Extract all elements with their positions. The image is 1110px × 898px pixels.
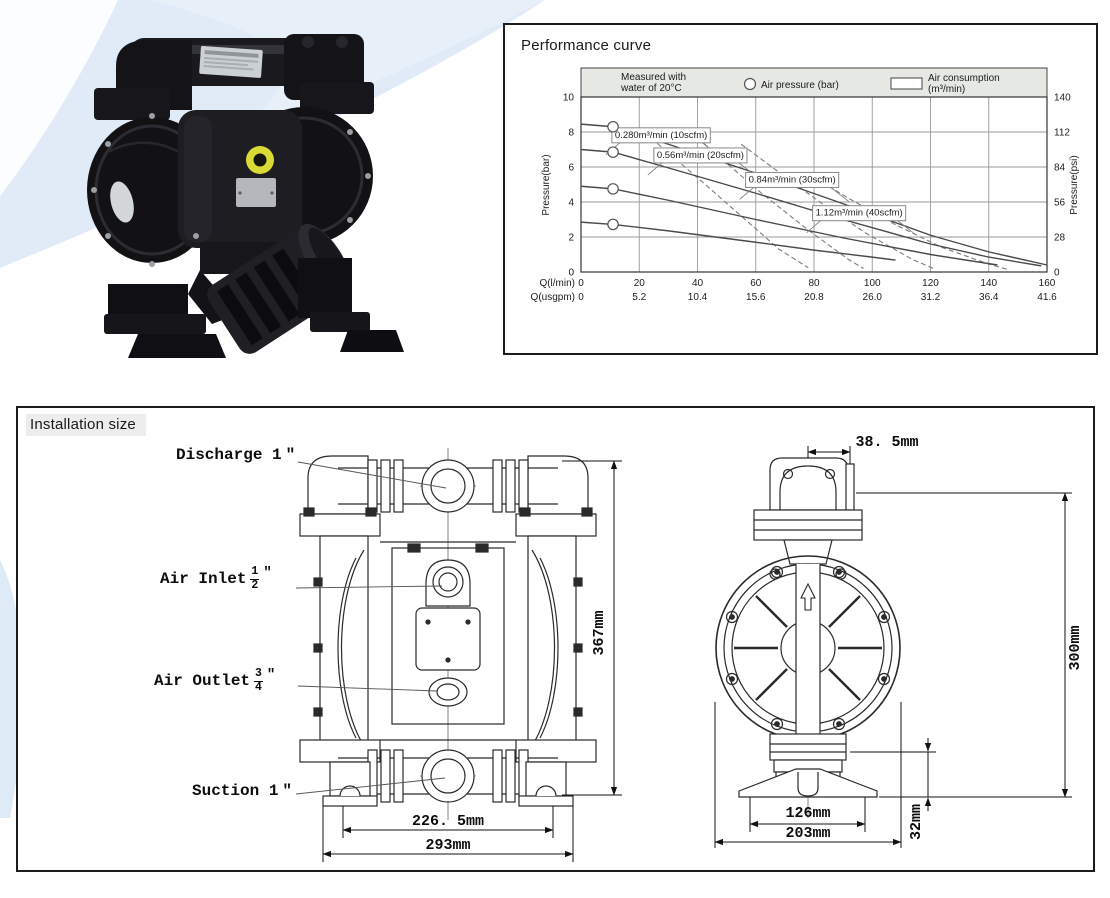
front-view-dimension-labels: 367mm 226. 5mm 293mm xyxy=(412,610,608,854)
dim-293mm: 293mm xyxy=(425,837,470,854)
svg-text:10: 10 xyxy=(563,93,575,104)
performance-curve-title: Performance curve xyxy=(521,37,652,54)
svg-text:100: 100 xyxy=(864,278,881,289)
front-view-dimensions xyxy=(322,460,622,862)
svg-text:140: 140 xyxy=(1054,93,1071,104)
installation-size-title: Installation size xyxy=(26,414,146,436)
label-air-outlet: Air Outlet 3 4 ″ xyxy=(154,667,276,694)
svg-text:0: 0 xyxy=(1054,268,1060,279)
svg-text:2: 2 xyxy=(568,233,574,244)
installation-drawing: 367mm 226. 5mm 293mm xyxy=(295,434,1084,862)
dim-203mm: 203mm xyxy=(785,825,830,842)
svg-text:28: 28 xyxy=(1054,233,1066,244)
pump-body-art xyxy=(87,34,404,358)
svg-text:0: 0 xyxy=(578,278,584,289)
svg-text:4: 4 xyxy=(568,198,574,209)
installation-size-panel: Installation size xyxy=(16,406,1095,872)
side-view-drawing xyxy=(715,446,901,818)
dim-38-5mm: 38. 5mm xyxy=(855,434,918,451)
svg-text:6: 6 xyxy=(568,163,574,174)
svg-text:Air pressure (bar): Air pressure (bar) xyxy=(761,80,839,91)
svg-text:120: 120 xyxy=(922,278,939,289)
side-view-dimension-labels: 38. 5mm 300mm 32mm 126mm 203mm xyxy=(785,434,1084,842)
svg-text:0: 0 xyxy=(578,292,584,303)
svg-text:112: 112 xyxy=(1054,128,1070,139)
svg-text:Pressure(bar): Pressure(bar) xyxy=(541,154,552,215)
side-view-dimensions xyxy=(714,446,1072,848)
svg-text:41.6: 41.6 xyxy=(1037,292,1057,303)
svg-text:20: 20 xyxy=(634,278,646,289)
svg-text:water of 20°C: water of 20°C xyxy=(620,83,682,94)
svg-text:56: 56 xyxy=(1054,198,1066,209)
svg-text:Q(l/min): Q(l/min) xyxy=(539,278,575,289)
svg-text:0.280m³/min (10scfm): 0.280m³/min (10scfm) xyxy=(615,130,707,141)
label-discharge: Discharge 1″ xyxy=(176,446,296,464)
svg-text:1.12m³/min (40scfm): 1.12m³/min (40scfm) xyxy=(816,208,903,219)
svg-text:Air consumption: Air consumption xyxy=(928,73,1000,84)
svg-text:26.0: 26.0 xyxy=(863,292,883,303)
svg-text:Pressure(psi): Pressure(psi) xyxy=(1069,155,1080,214)
svg-text:36.4: 36.4 xyxy=(979,292,999,303)
svg-text:84: 84 xyxy=(1054,163,1066,174)
svg-text:10.4: 10.4 xyxy=(688,292,708,303)
svg-text:8: 8 xyxy=(568,128,574,139)
svg-text:20.8: 20.8 xyxy=(804,292,824,303)
svg-text:80: 80 xyxy=(808,278,820,289)
svg-text:40: 40 xyxy=(692,278,704,289)
dim-226-5mm: 226. 5mm xyxy=(412,813,484,830)
svg-text:Q(usgpm): Q(usgpm) xyxy=(531,292,575,303)
label-air-inlet: Air Inlet 1 2 ″ xyxy=(160,565,272,592)
svg-text:140: 140 xyxy=(980,278,997,289)
pump-sticker xyxy=(199,45,263,78)
svg-text:Measured with: Measured with xyxy=(621,72,686,83)
svg-text:0.56m³/min (20scfm): 0.56m³/min (20scfm) xyxy=(657,150,744,161)
air-outlet-fraction: 3 4 xyxy=(254,667,263,694)
front-view-drawing xyxy=(299,448,597,820)
dim-300mm: 300mm xyxy=(1067,625,1084,670)
svg-text:(m³/min): (m³/min) xyxy=(928,84,965,95)
svg-text:5.2: 5.2 xyxy=(632,292,646,303)
port-label-leaders xyxy=(295,461,447,795)
svg-text:60: 60 xyxy=(750,278,762,289)
air-inlet-fraction: 1 2 xyxy=(250,565,260,592)
svg-text:15.6: 15.6 xyxy=(746,292,766,303)
svg-text:31.2: 31.2 xyxy=(921,292,941,303)
dim-367mm: 367mm xyxy=(591,610,608,655)
dim-126mm: 126mm xyxy=(785,805,830,822)
svg-text:0.84m³/min (30scfm): 0.84m³/min (30scfm) xyxy=(749,174,836,185)
label-suction: Suction 1″ xyxy=(192,782,293,800)
dim-32mm: 32mm xyxy=(908,804,925,840)
air-pressure-markers xyxy=(607,120,619,231)
pump-photo xyxy=(87,34,404,358)
consumption-curve-labels: 0.280m³/min (10scfm) 0.56m³/min (20scfm) 0… xyxy=(605,127,916,236)
svg-text:0: 0 xyxy=(568,268,574,279)
svg-text:160: 160 xyxy=(1039,278,1056,289)
